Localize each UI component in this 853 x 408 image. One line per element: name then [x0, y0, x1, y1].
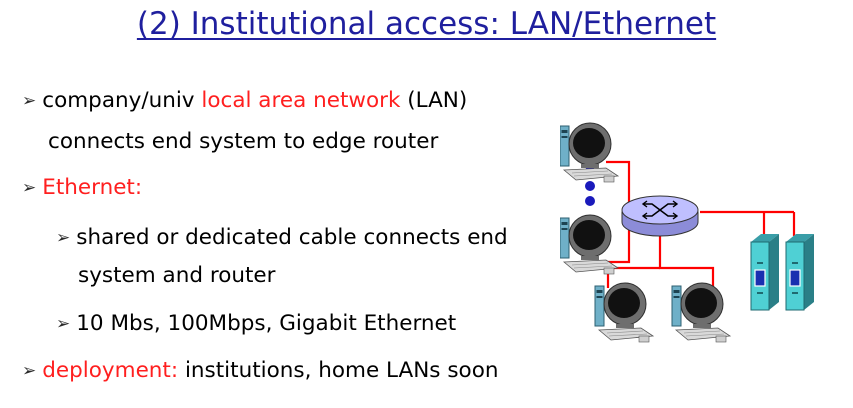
deployment-highlight: deployment: [42, 358, 179, 383]
computer-icon [560, 122, 619, 183]
computer-icon [560, 214, 619, 275]
bullet-ethernet: ➢Ethernet: [22, 175, 142, 200]
slide-title: (2) Institutional access: LAN/Ethernet [136, 6, 717, 42]
lan-highlight: local area network [201, 88, 401, 113]
router-icon [621, 195, 699, 237]
bullet-arrow-icon: ➢ [56, 314, 71, 334]
lan-diagram [560, 122, 815, 343]
bullet-deployment: ➢deployment: institutions, home LANs soo… [22, 358, 499, 383]
bullet-arrow-icon: ➢ [56, 228, 71, 248]
subbullet-speeds: ➢10 Mbs, 100Mbps, Gigabit Ethernet [56, 311, 457, 336]
subbullet-cable: ➢shared or dedicated cable connects end [56, 225, 508, 250]
bullet-arrow-icon: ➢ [22, 178, 37, 198]
subbullet-cable-cont: system and router [78, 263, 276, 288]
ethernet-highlight: Ethernet: [42, 175, 143, 200]
bullet-arrow-icon: ➢ [22, 91, 37, 111]
computer-icon [671, 282, 731, 343]
computer-icon [594, 282, 654, 343]
server-icon [750, 233, 780, 311]
bullet-lan: ➢company/univ local area network (LAN) [22, 88, 468, 113]
bullet-arrow-icon: ➢ [22, 361, 37, 381]
server-icon [785, 233, 815, 311]
bullet-lan-cont: connects end system to edge router [48, 129, 439, 154]
